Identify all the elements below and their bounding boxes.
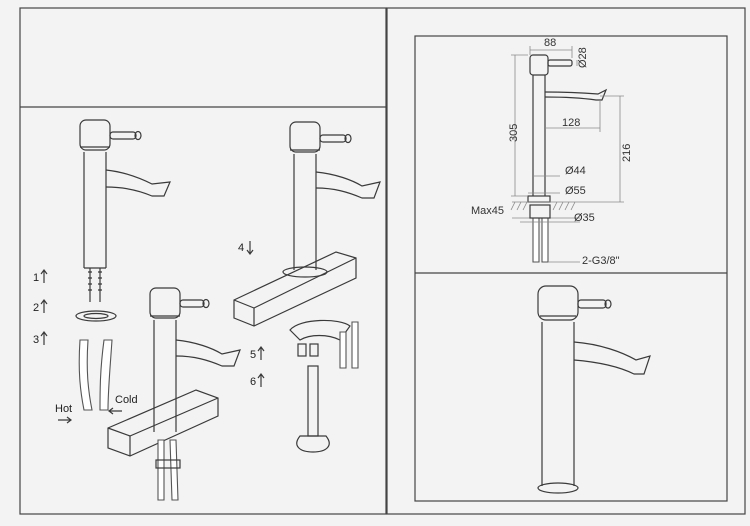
step-number: 5 — [250, 349, 256, 361]
faucet-drawing-step1 — [75, 119, 171, 411]
dim-hole-diameter: Ø35 — [574, 212, 595, 224]
step-number: 4 — [238, 242, 244, 254]
step-labels: 1 2 3 4 5 6 Hot Cold — [33, 241, 265, 424]
step-number: 6 — [250, 376, 256, 388]
dim-body-height: 305 — [508, 124, 520, 142]
dim-base-diameter: Ø55 — [565, 185, 586, 197]
up-arrow-icon — [40, 299, 48, 313]
up-arrow-icon — [40, 331, 48, 345]
down-arrow-icon — [246, 241, 254, 255]
step-number: 3 — [33, 334, 39, 346]
dim-spout-height: 216 — [621, 144, 633, 162]
step-number: 2 — [33, 302, 39, 314]
up-arrow-icon — [257, 373, 265, 387]
dim-width-top: 88 — [544, 37, 556, 49]
hot-label: Hot — [55, 403, 72, 415]
dim-hose-thread: 2-G3/8" — [582, 255, 620, 267]
faucet-drawing-installed — [107, 287, 241, 501]
step-number: 1 — [33, 272, 39, 284]
up-arrow-icon — [40, 269, 48, 283]
dim-handle-diameter: Ø28 — [577, 47, 589, 68]
faucet-product-view — [537, 285, 651, 494]
sheet-frames — [19, 7, 746, 515]
up-arrow-icon — [257, 346, 265, 360]
left-arrow-icon — [108, 407, 122, 415]
cold-label: Cold — [115, 394, 138, 406]
dimension-drawing: 88 Ø28 128 305 216 Ø44 Ø55 Max45 Ø35 2-G… — [471, 37, 633, 267]
right-arrow-icon — [58, 416, 72, 424]
dim-spout-reach: 128 — [562, 117, 580, 129]
dim-body-diameter: Ø44 — [565, 165, 586, 177]
dim-max-deck: Max45 — [471, 205, 504, 217]
faucet-drawing-step4 — [233, 121, 381, 453]
